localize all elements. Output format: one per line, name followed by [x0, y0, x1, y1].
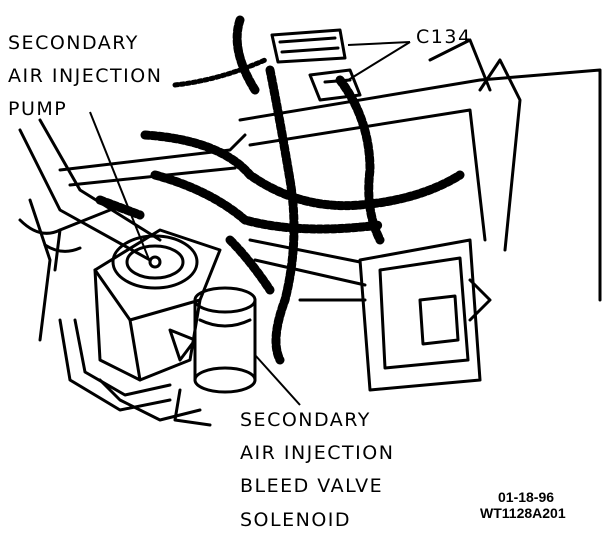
c134-leader-line-2 [344, 41, 411, 83]
pump-label-line-3: PUMP [8, 98, 68, 120]
solenoid-label-line-4: SOLENOID [240, 509, 352, 531]
wire-pigtail [172, 57, 268, 88]
air-injection-pump [93, 228, 222, 382]
solenoid-label-line-1: SECONDARY [240, 409, 371, 431]
wiring-harness [95, 15, 465, 365]
leader-lines [89, 41, 411, 406]
figure-date: 01-18-96 [498, 489, 555, 505]
pump-label-line-1: SECONDARY [8, 32, 139, 54]
c134-leader-line-1 [347, 41, 411, 46]
solenoid-label-line-2: AIR INJECTION [240, 442, 395, 464]
pump-label-line-2: AIR INJECTION [8, 65, 163, 87]
solenoid-leader-line [254, 354, 301, 406]
figure-id: WT1128A201 [480, 505, 566, 521]
mounting-bracket [238, 38, 602, 392]
c134-label: C134 [416, 26, 472, 48]
solenoid-label-line-3: BLEED VALVE [240, 475, 384, 497]
frame-rail [18, 118, 247, 342]
pump-leader-line [89, 111, 151, 263]
bleed-valve-solenoid [168, 286, 257, 427]
air-hose [18, 208, 202, 422]
